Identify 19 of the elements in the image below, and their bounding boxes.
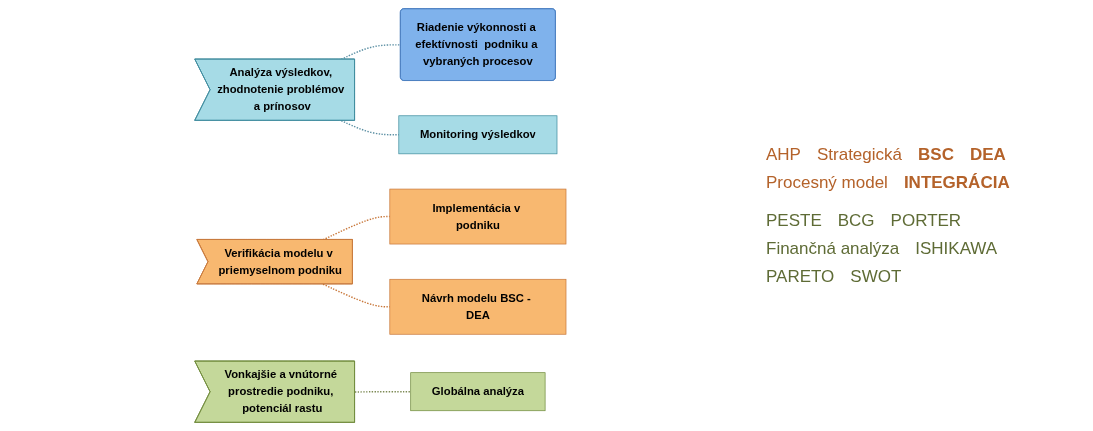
node-box: Implementácia v podniku (389, 188, 566, 245)
method-label: PARETO (766, 266, 835, 287)
method-label: Procesný model (766, 172, 888, 193)
method-label: PESTE (766, 210, 822, 231)
connector (340, 120, 400, 136)
method-label: SWOT (850, 266, 902, 287)
connector (353, 391, 412, 393)
node-box: Monitoring výsledkov (398, 115, 557, 155)
method-label: Strategická (816, 144, 902, 165)
method-label: DEA (969, 144, 1006, 165)
method-label: ISHIKAWA (915, 238, 998, 259)
node-box: Globálna analýza (409, 372, 546, 412)
method-label: BCG (837, 210, 875, 231)
method-label: Finančná analýza (766, 238, 900, 259)
method-label: PORTER (890, 210, 962, 231)
method-label: INTEGRÁCIA (903, 172, 1010, 193)
method-label: AHP (766, 144, 801, 165)
node-box: Návrh modelu BSC - DEA (389, 278, 566, 335)
method-label: BSC (918, 144, 954, 165)
